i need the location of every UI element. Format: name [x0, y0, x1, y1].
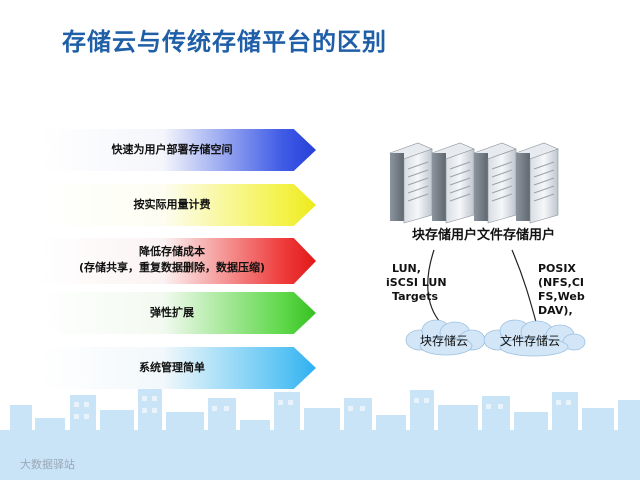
feature-label-cost-line2: (存储共享，重复数据删除，数据压缩): [78, 261, 266, 274]
server-icon: [389, 142, 433, 224]
server-icon: [431, 142, 475, 224]
file-protocol-line4: DAV),: [538, 304, 573, 317]
file-cloud-label: 文件存储云: [500, 334, 561, 348]
watermark: 大数据驿站: [20, 458, 75, 471]
feature-label-cost-line1: 降低存储成本: [139, 245, 205, 258]
feature-label-elastic: 弹性扩展: [150, 306, 194, 319]
feature-arrow-cost-reduction: [38, 238, 316, 284]
cloud-icon: [405, 319, 486, 356]
server-icon: [515, 142, 559, 224]
file-protocol-label: POSIX (NFS,CI FS,Web DAV),: [538, 262, 585, 318]
block-connector-line: [427, 249, 441, 323]
feature-label-pay-per-use: 按实际用量计费: [133, 198, 211, 211]
feature-arrow-elastic: [38, 292, 316, 334]
feature-label-cost-reduction: 降低存储成本 (存储共享，重复数据删除，数据压缩): [38, 244, 306, 276]
block-cloud-label: 块存储云: [420, 334, 469, 348]
file-connector-line: [511, 249, 537, 323]
feature-arrow-pay-per-use: [38, 184, 316, 226]
feature-label-simple-management: 系统管理简单: [139, 361, 205, 374]
feature-label-fast-deploy: 快速为用户部署存储空间: [111, 143, 233, 156]
cloud-icon: [483, 319, 586, 357]
file-protocol-line3: FS,Web: [538, 290, 585, 303]
file-protocol-line1: POSIX: [538, 262, 576, 275]
block-protocol-line2: iSCSI LUN: [386, 276, 447, 289]
block-protocol-line1: LUN,: [392, 262, 421, 275]
feature-arrow-fast-deploy: [38, 129, 316, 171]
server-icon: [473, 142, 517, 224]
users-label: 块存储用户文件存储用户: [412, 228, 556, 243]
block-protocol-label: LUN, iSCSI LUN Targets: [386, 262, 447, 304]
slide-title: 存储云与传统存储平台的区别: [62, 28, 387, 56]
block-protocol-line3: Targets: [392, 290, 439, 303]
feature-arrow-simple-management: [38, 347, 316, 389]
file-protocol-line2: (NFS,CI: [538, 276, 585, 289]
